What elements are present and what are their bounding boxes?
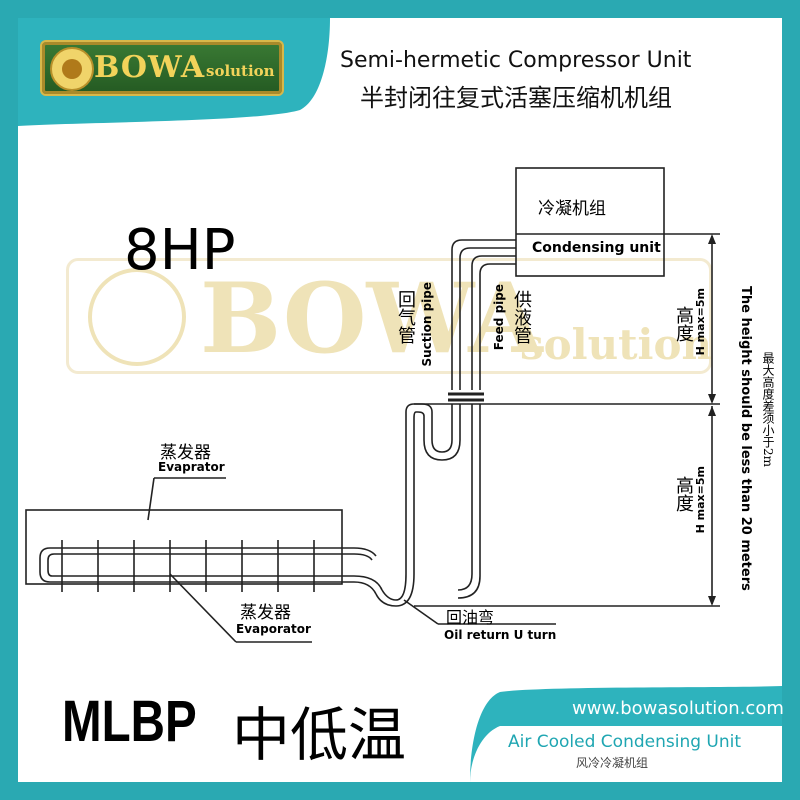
website-url: www.bowasolution.com: [572, 698, 784, 719]
footer-white: [470, 726, 782, 782]
evaporator-bottom-en: Evaporator: [236, 622, 311, 636]
feed-pipe-en: Feed pipe: [492, 284, 506, 351]
evaporator-top-cn: 蒸发器: [160, 443, 211, 463]
temperature-label: 中低温: [232, 701, 407, 769]
logo-brand: BOWA: [94, 50, 206, 85]
height-lower-max: H max=5m: [694, 466, 707, 534]
height-note-cn: 最大高度差须小于2m: [761, 352, 775, 468]
footer-subtitle-en: Air Cooled Condensing Unit: [508, 732, 742, 752]
height-upper-max: H max=5m: [694, 288, 707, 356]
suction-pipe-en: Suction pipe: [420, 282, 434, 367]
inner-panel: [18, 18, 782, 782]
logo-seal-icon: [50, 47, 94, 91]
feed-pipe-cn: 供液管: [511, 290, 532, 344]
evaporator-top-en: Evaprator: [158, 460, 225, 474]
watermark-sub: solution: [520, 320, 713, 369]
condensing-unit-box: [515, 167, 665, 277]
model-label: MLBP: [62, 689, 197, 754]
watermark-brand: BOWA: [200, 262, 543, 375]
height-note-en: The height should be less than 20 meters: [738, 286, 753, 591]
footer-subtitle-cn: 风冷冷凝机组: [576, 756, 649, 770]
brand-logo: BOWA solution: [40, 40, 284, 96]
height-lower-cn: 高度: [673, 476, 694, 512]
condensing-unit-en: Condensing unit: [532, 240, 661, 256]
oil-return-en: Oil return U turn: [444, 628, 557, 642]
watermark-frame: [66, 258, 712, 374]
oil-return-cn: 回油弯: [446, 608, 495, 627]
condensing-unit-cn: 冷凝机组: [538, 199, 606, 219]
title-english: Semi-hermetic Compressor Unit: [340, 48, 692, 73]
suction-pipe-cn: 回气管: [395, 290, 416, 344]
logo-sub: solution: [206, 62, 275, 80]
watermark-seal-icon: [88, 268, 186, 366]
title-chinese: 半封闭往复式活塞压缩机机组: [360, 84, 672, 112]
capacity-label: 8HP: [124, 218, 236, 283]
evaporator-box: [25, 509, 343, 585]
evaporator-bottom-cn: 蒸发器: [240, 603, 291, 623]
evaporator-fins: [61, 540, 315, 592]
height-upper-cn: 高度: [673, 306, 694, 342]
